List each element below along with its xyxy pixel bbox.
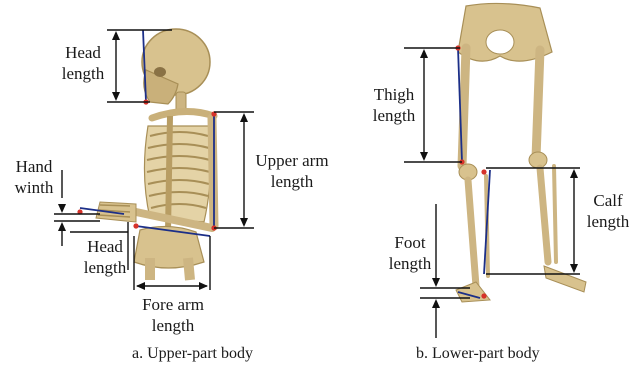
caption-upper-part: a. Upper-part body [132, 345, 253, 363]
label-fore-arm-length: Fore arm length [128, 294, 218, 336]
label-thigh-length: Thigh length [364, 84, 424, 126]
label-head-length-top: Head length [52, 42, 114, 84]
lower-skeleton [456, 3, 586, 302]
label-head-length-bottom: Head length [76, 236, 134, 278]
label-calf-length: Calf length [578, 190, 638, 232]
label-foot-length: Foot length [382, 232, 438, 274]
label-upper-arm-length: Upper arm length [246, 150, 338, 192]
label-hand-width: Hand winth [6, 156, 62, 198]
caption-lower-part: b. Lower-part body [416, 345, 540, 363]
